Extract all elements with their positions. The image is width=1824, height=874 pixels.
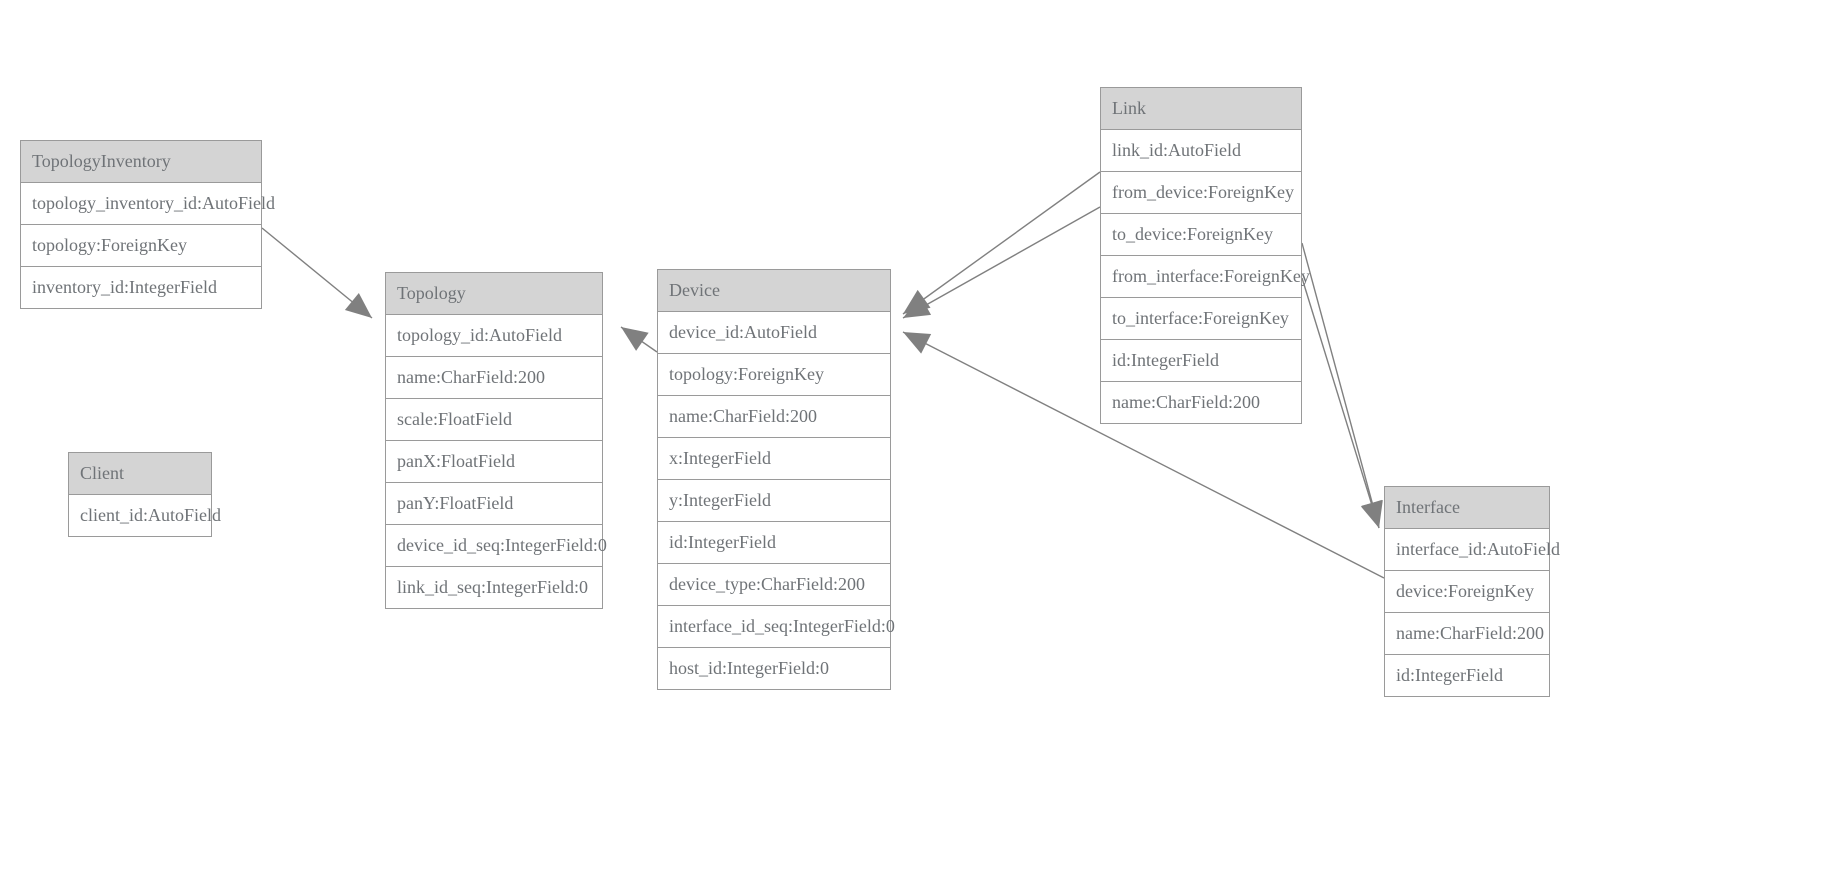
entity-topology-field: scale:FloatField bbox=[386, 399, 602, 441]
entity-topology-field: device_id_seq:IntegerField:0 bbox=[386, 525, 607, 567]
relationship-link-to-device bbox=[902, 206, 1101, 319]
entity-link-field: id:IntegerField bbox=[1101, 340, 1301, 382]
entity-device-field: device_id:AutoField bbox=[658, 312, 890, 354]
entity-device-field: interface_id_seq:IntegerField:0 bbox=[658, 606, 895, 648]
entity-link-field: from_interface:ForeignKey bbox=[1101, 256, 1310, 298]
entity-topologyinventory-title: TopologyInventory bbox=[21, 141, 261, 183]
entity-device-field: name:CharField:200 bbox=[658, 396, 890, 438]
entity-interface-field: id:IntegerField bbox=[1385, 655, 1549, 696]
entity-client-title: Client bbox=[69, 453, 211, 495]
entity-link-field: to_device:ForeignKey bbox=[1101, 214, 1301, 256]
entity-device-field: host_id:IntegerField:0 bbox=[658, 648, 890, 689]
entity-device-field: x:IntegerField bbox=[658, 438, 890, 480]
entity-device-field: y:IntegerField bbox=[658, 480, 890, 522]
entity-topologyinventory-field: inventory_id:IntegerField bbox=[21, 267, 261, 308]
entity-link-field: name:CharField:200 bbox=[1101, 382, 1301, 423]
entity-link-field: link_id:AutoField bbox=[1101, 130, 1301, 172]
entity-interface-field: device:ForeignKey bbox=[1385, 571, 1549, 613]
entity-link-title: Link bbox=[1101, 88, 1301, 130]
relationship-device-topology bbox=[620, 326, 658, 353]
entity-topology-title: Topology bbox=[386, 273, 602, 315]
entity-link-field: from_device:ForeignKey bbox=[1101, 172, 1301, 214]
entity-topology-field: panX:FloatField bbox=[386, 441, 602, 483]
entity-topology-field: link_id_seq:IntegerField:0 bbox=[386, 567, 602, 608]
entity-link-field: to_interface:ForeignKey bbox=[1101, 298, 1301, 340]
relationship-link-to-interface bbox=[1301, 277, 1382, 529]
relationship-link-from-interface bbox=[1301, 242, 1383, 529]
entity-device-field: id:IntegerField bbox=[658, 522, 890, 564]
entity-topology-field: topology_id:AutoField bbox=[386, 315, 602, 357]
entity-device-field: topology:ForeignKey bbox=[658, 354, 890, 396]
relationship-link-from-device bbox=[902, 171, 1101, 315]
entity-interface-title: Interface bbox=[1385, 487, 1549, 529]
entity-device-title: Device bbox=[658, 270, 890, 312]
entity-device-field: device_type:CharField:200 bbox=[658, 564, 890, 606]
entity-topologyinventory-field: topology_inventory_id:AutoField bbox=[21, 183, 275, 225]
entity-topology-field: panY:FloatField bbox=[386, 483, 602, 525]
entity-interface-field: interface_id:AutoField bbox=[1385, 529, 1560, 571]
entity-client-field: client_id:AutoField bbox=[69, 495, 221, 536]
entity-topology-field: name:CharField:200 bbox=[386, 357, 602, 399]
entity-topologyinventory-field: topology:ForeignKey bbox=[21, 225, 261, 267]
relationship-topologyinventory-topology bbox=[261, 227, 373, 319]
entity-interface-field: name:CharField:200 bbox=[1385, 613, 1549, 655]
